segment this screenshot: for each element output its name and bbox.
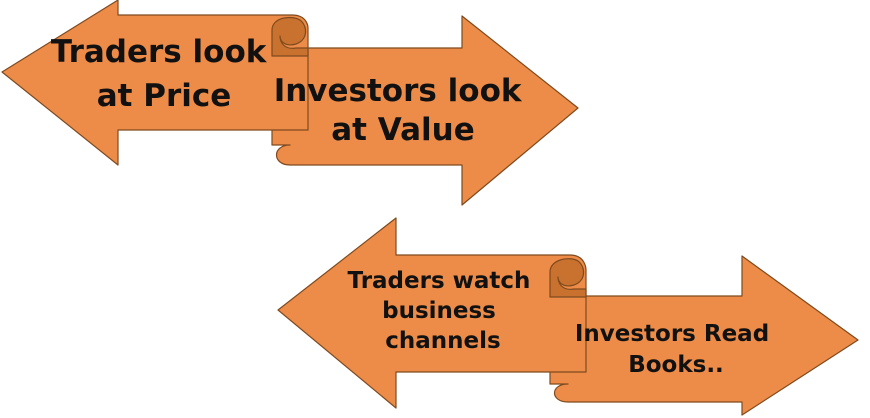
bottom-right-line-1: Investors Read [575, 321, 769, 347]
bottom-right-arrow [549, 255, 859, 416]
top-right-line-1: Investors look [274, 73, 523, 109]
top-arrow-pair: Traders look at Price Investors look at … [1, 0, 579, 206]
top-left-arrow [1, 0, 309, 166]
bottom-left-arrow [277, 217, 587, 409]
bottom-right-line-2: Books.. [628, 352, 724, 378]
bottom-left-text: Traders watch business channels [348, 268, 539, 354]
bottom-left-line-1: Traders watch [348, 268, 531, 294]
bottom-left-line-2: business [382, 298, 496, 324]
bottom-arrow-pair: Traders watch business channels Investor… [277, 217, 859, 416]
top-right-line-2: at Value [331, 112, 474, 148]
top-right-arrow [271, 15, 579, 206]
bottom-scroll-fold [549, 258, 587, 298]
bottom-left-line-3: channels [385, 328, 500, 354]
top-scroll-fold [271, 16, 309, 57]
bottom-right-text: Investors Read Books.. [575, 321, 777, 378]
top-right-text: Investors look at Value [274, 73, 533, 148]
top-left-line-2: at Price [97, 78, 232, 114]
top-left-line-1: Traders look [51, 34, 268, 70]
top-left-text: Traders look at Price [51, 34, 277, 114]
